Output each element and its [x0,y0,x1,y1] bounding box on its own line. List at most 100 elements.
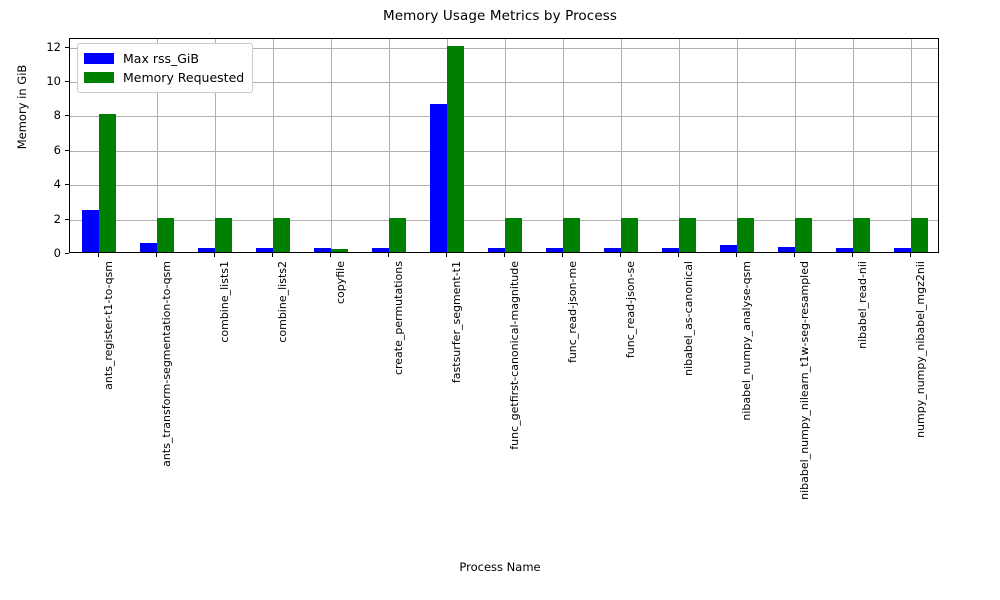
x-tick-label: nibabel_numpy_analyse-qsm [740,261,753,421]
x-tick-mark [330,253,331,257]
x-gridline [679,39,680,252]
y-tick-mark [65,149,69,151]
x-tick-label: func_read-json-me [566,261,579,364]
y-tick-mark [65,184,69,186]
bar-memory-requested [795,217,813,252]
y-gridline [70,150,938,152]
bar-memory-requested [679,217,697,252]
x-tick-label: numpy_numpy_nibabel_mgz2nii [914,261,927,438]
x-gridline [389,39,390,252]
y-tick-label: 2 [53,211,61,226]
x-gridline [215,39,216,252]
y-axis-tick-labels: 0 2 4 6 8 10 12 [33,38,61,260]
x-tick-label: ants_transform-segmentation-to-qsm [160,261,173,467]
x-tick-mark [446,253,447,257]
y-gridline [70,219,938,221]
x-tick-label: ants_register-t1-to-qsm [102,261,115,390]
y-tick-label: 8 [53,108,61,123]
x-gridline [273,39,274,252]
bar-max-rss [81,209,99,252]
bar-memory-requested [157,217,175,252]
bar-memory-requested [331,248,349,252]
x-tick-mark [214,253,215,257]
y-tick-mark [65,46,69,48]
bar-max-rss [719,245,737,252]
legend-swatch-max-rss [84,53,114,64]
x-axis-label: Process Name [459,560,541,574]
legend-item-memory-requested: Memory Requested [84,68,244,87]
bar-max-rss [893,247,911,252]
bar-memory-requested [621,217,639,252]
x-tick-label: combine_lists1 [218,261,231,343]
bar-memory-requested [215,217,233,252]
x-tick-mark [678,253,679,257]
x-tick-label: copyfile [334,261,347,305]
chart-legend: Max rss_GiB Memory Requested [77,43,254,93]
x-gridline [853,39,854,252]
chart-title: Memory Usage Metrics by Process [382,8,617,24]
x-tick-label: fastsurfer_segment-t1 [450,261,463,384]
y-tick-mark [65,81,69,82]
y-tick-mark [65,115,69,117]
bar-memory-requested [389,217,407,252]
x-gridline [563,39,564,252]
x-tick-mark [98,253,99,257]
x-tick-mark [156,253,157,257]
bar-max-rss [487,247,505,252]
x-tick-mark [910,253,911,257]
x-tick-label: func_read-json-se [624,261,637,359]
x-tick-mark [504,253,505,257]
bar-max-rss [835,247,853,252]
y-tick-label: 0 [53,246,61,260]
x-tick-mark [620,253,621,257]
bar-memory-requested [505,217,523,252]
bar-memory-requested [563,217,581,252]
x-tick-mark [388,253,389,257]
x-tick-label: create_permutations [392,261,405,376]
x-tick-label: nibabel_as-canonical [682,261,695,376]
x-gridline [331,39,332,252]
y-tick-label: 10 [46,74,61,88]
x-tick-mark [794,253,795,257]
y-tick-mark [65,253,69,254]
y-tick-mark [65,218,69,220]
legend-label-memory-requested: Memory Requested [123,70,245,85]
bar-max-rss [313,247,331,252]
x-tick-mark [272,253,273,257]
x-gridline [737,39,738,252]
plot-area [69,38,939,253]
legend-swatch-memory-requested [84,72,114,83]
x-gridline [157,39,158,252]
y-axis-label: Memory in GiB [15,64,29,150]
x-gridline [505,39,506,252]
y-gridline [70,116,938,118]
bar-max-rss [603,247,621,252]
y-gridline [70,82,938,83]
y-gridline [70,185,938,187]
bars-layer [70,39,938,252]
x-tick-label: nibabel_read-nii [856,261,869,349]
y-tick-label: 4 [53,177,61,192]
bar-memory-requested [737,217,755,252]
y-tick-label: 6 [53,142,61,157]
bar-memory-requested [99,114,117,252]
x-tick-label: func_getfirst-canonical-magnitude [508,261,521,450]
bar-max-rss [661,247,679,252]
x-tick-mark [736,253,737,257]
x-gridline [911,39,912,252]
x-tick-mark [562,253,563,257]
bar-max-rss [255,247,273,252]
bar-max-rss [139,243,157,252]
legend-label-max-rss: Max rss_GiB [123,51,199,66]
x-gridline [621,39,622,252]
x-tick-label: combine_lists2 [276,261,289,343]
bar-memory-requested [273,217,291,252]
bar-memory-requested [447,45,465,252]
y-gridline [70,47,938,49]
bar-memory-requested [911,217,929,252]
bar-max-rss [545,247,563,252]
bar-max-rss [777,246,795,252]
y-tick-label: 12 [46,39,61,54]
bar-max-rss [371,247,389,252]
